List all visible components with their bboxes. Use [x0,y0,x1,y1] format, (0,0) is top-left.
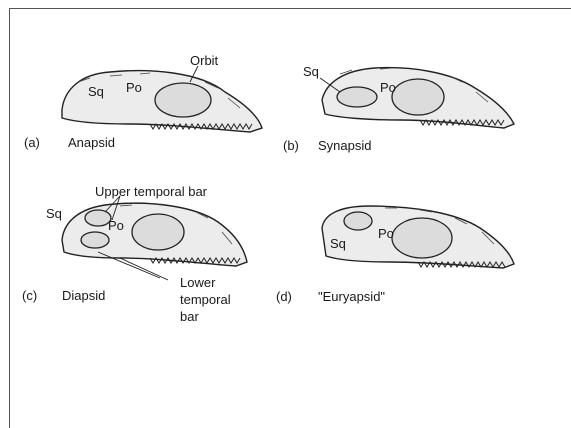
panel-c-name: Diapsid [62,288,105,303]
anapsid-skull [62,66,262,132]
diapsid-sq-label: Sq [46,206,62,221]
diapsid-lower-temporal-bar-label-1: Lower [180,275,215,290]
synapsid-po-label: Po [380,80,396,95]
anapsid-orbit [155,83,211,117]
synapsid-temporal-fenestra [337,87,377,107]
panel-b-name: Synapsid [318,138,371,153]
euryapsid-sq-label: Sq [330,236,346,251]
euryapsid-orbit [392,218,452,258]
diapsid-skull [62,196,247,280]
anapsid-sq-label: Sq [88,84,104,99]
anapsid-po-label: Po [126,80,142,95]
diapsid-lower-temporal-bar-label-2: temporal [180,292,231,307]
euryapsid-po-label: Po [378,226,394,241]
diapsid-po-label: Po [108,218,124,233]
synapsid-skull [320,68,514,128]
synapsid-sq-label: Sq [303,64,319,79]
panel-b-letter: (b) [283,138,299,153]
panel-d-name: "Euryapsid" [318,289,385,304]
diapsid-lower-temporal-bar-label-3: bar [180,309,199,324]
panel-a-name: Anapsid [68,135,115,150]
panel-d-letter: (d) [276,289,292,304]
euryapsid-upper-temporal-fenestra [344,212,372,230]
diapsid-lower-temporal-fenestra [81,232,109,248]
diapsid-upper-temporal-bar-label: Upper temporal bar [95,184,207,199]
synapsid-orbit [392,79,444,115]
panel-c-letter: (c) [22,288,37,303]
anapsid-orbit-label: Orbit [190,53,218,68]
diapsid-orbit [132,214,184,250]
panel-a-letter: (a) [24,135,40,150]
euryapsid-skull [322,206,514,268]
